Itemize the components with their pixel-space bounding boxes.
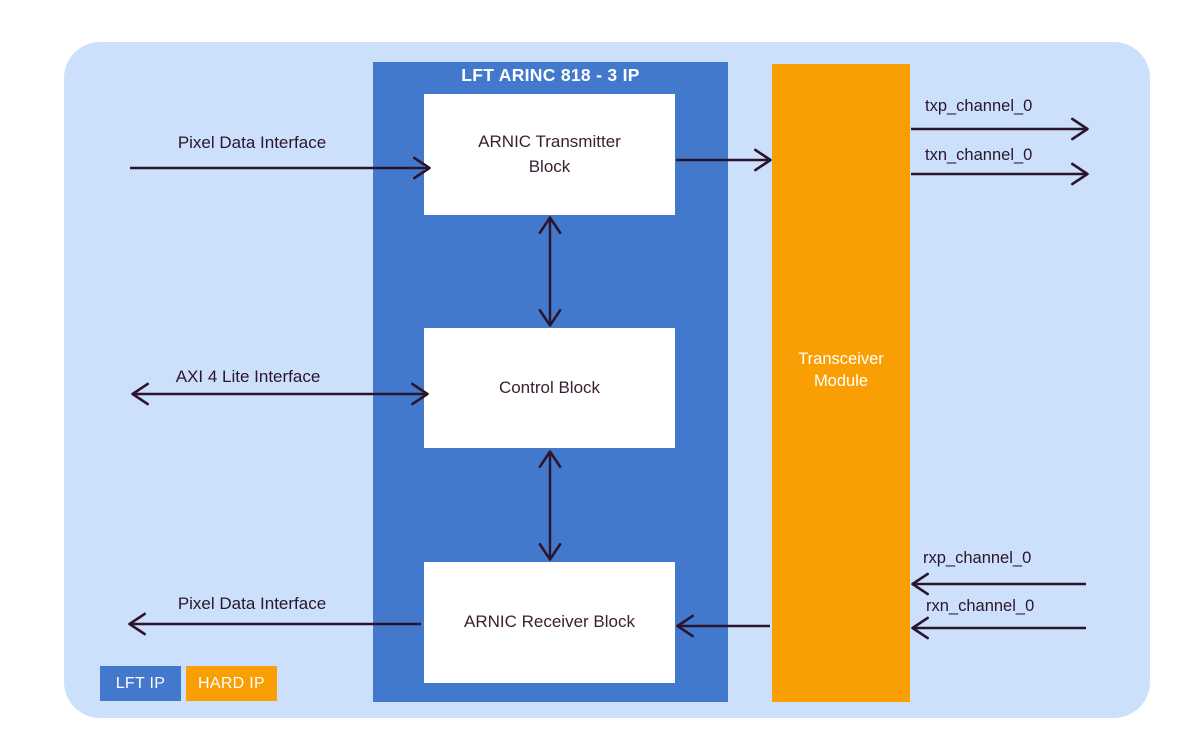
legend-lft-ip-label: LFT IP (115, 674, 166, 692)
legend-item-lft-ip: LFT IP (100, 666, 181, 701)
label-rxn-channel-0: rxn_channel_0 (926, 597, 1035, 615)
legend: LFT IP HARD IP (100, 666, 277, 701)
label-pixel-data-interface-out: Pixel Data Interface (177, 594, 327, 613)
label-txp-channel-0: txp_channel_0 (925, 97, 1033, 115)
label-axi-4-lite-interface: AXI 4 Lite Interface (175, 367, 321, 386)
transceiver-module-block: Transceiver Module (772, 64, 910, 702)
control-block-label: Control Block (498, 377, 601, 397)
label-txn-channel-0: txn_channel_0 (925, 146, 1033, 164)
legend-item-hard-ip: HARD IP (186, 666, 277, 701)
arinc-receiver-block: ARNIC Receiver Block (424, 562, 675, 683)
arinc-transmitter-block: ARNIC Transmitter Block (424, 94, 675, 215)
transceiver-module-label: Transceiver Module (798, 349, 884, 390)
legend-hard-ip-label: HARD IP (198, 674, 265, 692)
transmitter-block-label: ARNIC Transmitter Block (478, 131, 621, 176)
label-rxp-channel-0: rxp_channel_0 (923, 549, 1032, 567)
control-block: Control Block (424, 328, 675, 448)
receiver-block-label: ARNIC Receiver Block (464, 612, 635, 632)
label-pixel-data-interface-in: Pixel Data Interface (177, 133, 327, 152)
ip-block-title: LFT ARINC 818 - 3 IP (461, 65, 640, 85)
